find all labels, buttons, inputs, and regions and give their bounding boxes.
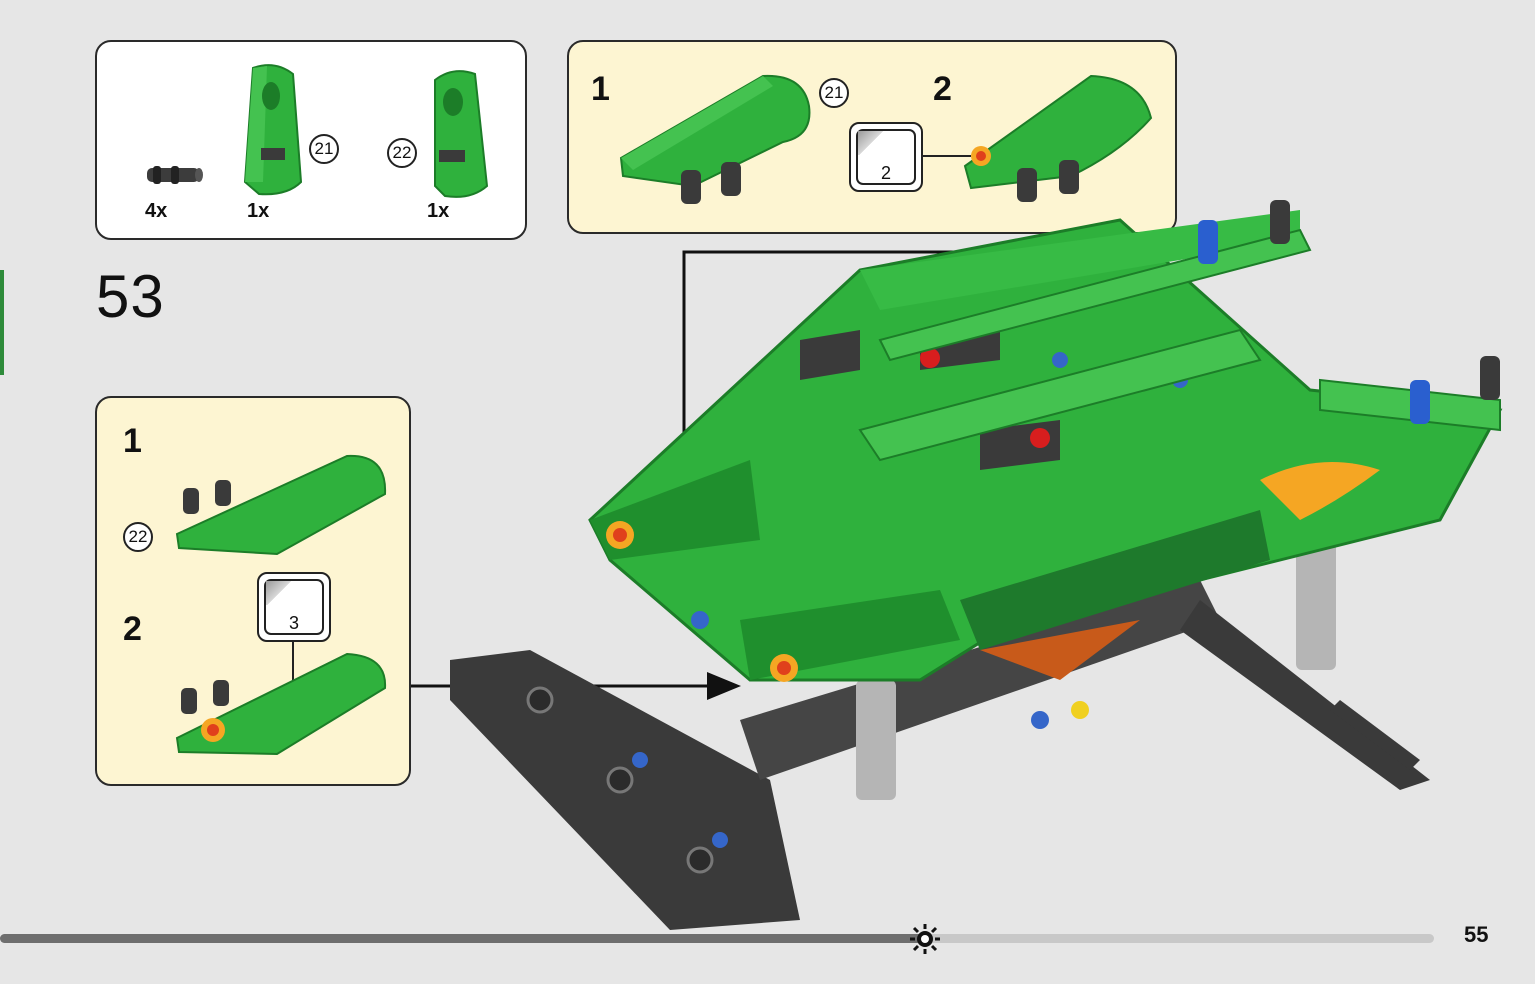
subassembly-top-step-1: 1 [591,70,610,108]
main-model-image [450,200,1503,930]
subassembly-top-part-2 [921,74,1153,202]
parts-qty-panel-22: 1x [427,200,450,222]
black-axle-pin-image [147,166,203,184]
sticker-number-2: 2 [880,163,891,183]
green-panel-22-image [434,70,489,198]
sticker-number-3: 3 [288,613,299,633]
green-body [588,210,1503,729]
callout-22-parts: 22 [387,138,417,168]
sticker-icon-3: 3 [257,572,331,642]
subassembly-top-panel: 1 21 2 2 [567,40,1177,234]
subassembly-left-step-1: 1 [123,422,142,460]
callout-21-sub: 21 [819,78,849,108]
parts-list-panel: 4x 21 1x 22 1x [95,40,527,240]
parts-qty-axle: 4x [145,200,168,222]
subassembly-left-panel: 1 22 2 3 [95,396,411,786]
page-progress-fill [0,934,925,943]
subassembly-top-part-1 [619,74,811,204]
step-number: 53 [96,263,165,330]
green-top-beams [858,200,1501,462]
callout-21-parts: 21 [309,134,339,164]
rear-axle [1330,700,1420,770]
left-edge-mark [0,270,4,375]
page-progress-track [0,934,1434,943]
subassembly-top-step-2: 2 [933,70,952,108]
subassembly-left-part-1 [175,454,387,556]
green-panel-21-image [243,64,303,196]
callout-22-sub: 22 [123,522,153,552]
subassembly-left-step-2: 2 [123,610,142,648]
subassembly-left-part-2 [175,642,387,756]
page-number: 55 [1464,922,1489,947]
sun-gear-icon [909,924,940,954]
parts-qty-panel-21: 1x [247,200,270,222]
